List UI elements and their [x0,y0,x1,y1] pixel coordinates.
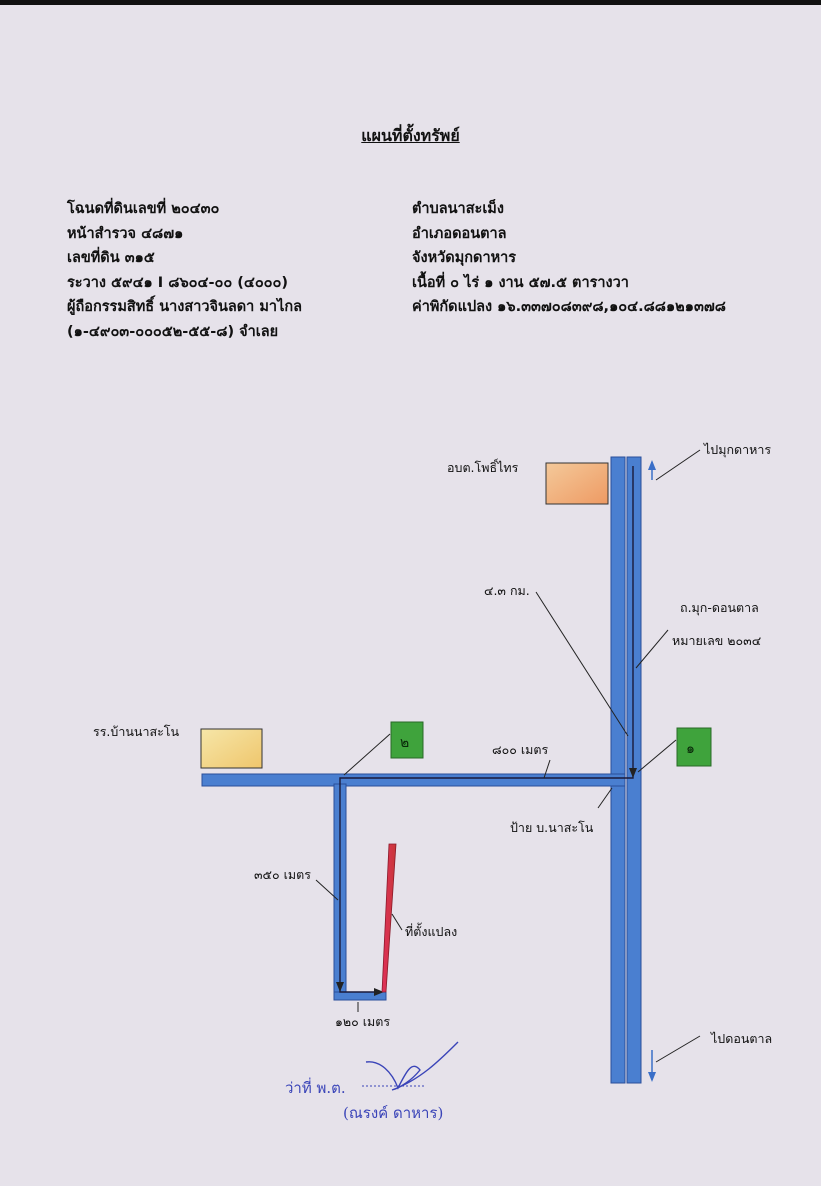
deed-info-left: โฉนดที่ดินเลขที่ ๒๐๔๓๐ หน้าสำรวจ ๔๘๗๑ เล… [67,197,302,344]
province: จังหวัดมุกดาหาร [412,250,517,266]
label-road-name: ถ.มุก-ดอนตาล [680,600,759,615]
owner-id: (๑-๔๙๐๓-๐๐๐๕๒-๕๕-๘) จำเลย [67,323,279,340]
arrow-down-head [648,1072,656,1082]
signature-position: ว่าที่ พ.ต. [285,1079,346,1097]
map-sheet: ระวาง ๕๙๔๑ I ๘๖๐๔-๐๐ (๔๐๐๐) [67,274,289,291]
owner-name: ผู้ถือกรรมสิทธิ์ นางสาวจินลดา มาไกล [67,299,303,315]
marker-1-box [676,727,712,767]
leader-800 [543,759,551,779]
label-plot: ที่ตั้งแปลง [405,924,458,939]
subdistrict: ตำบลนาสะเม็ง [412,201,504,217]
leader-marker-2 [343,733,391,776]
plot-coordinates: ค่าพิกัดแปลง ๑๖.๓๓๗๐๘๓๙๘,๑๐๔.๘๘๑๒๑๓๗๘ [412,299,726,315]
leader-350 [315,879,339,901]
arrow-up-head [648,460,656,470]
scan-top-edge [0,0,821,5]
label-to-dontan: ไปดอนตาล [711,1031,773,1046]
plot-shape [381,843,397,993]
school-box [200,728,263,769]
main-road-lane-left [610,456,626,1084]
marker-2-label: ๒ [400,735,410,751]
document-title: แผนที่ตั้งทรัพย์ [361,126,460,145]
label-distance-800: ๘๐๐ เมตร [492,742,549,757]
marker-2-box [390,721,424,759]
land-number: เลขที่ดิน ๓๑๕ [67,250,155,266]
leader-mukdahan [655,449,701,481]
survey-page: หน้าสำรวจ ๔๘๗๑ [67,225,184,242]
label-distance-120: ๑๒๐ เมตร [335,1014,391,1029]
label-road-number: หมายเลข ๒๐๓๔ [672,633,762,648]
label-distance-350: ๓๕๐ เมตร [254,867,311,882]
route-line [339,466,634,993]
deed-number: โฉนดที่ดินเลขที่ ๒๐๔๓๐ [67,201,220,217]
label-to-mukdahan: ไปมุกดาหาร [704,442,772,457]
route-arrow-down-main [629,768,637,778]
label-sao-office: อบต.โพธิ์ไทร [447,460,519,475]
leader-distance [535,591,629,737]
leader-plot [391,913,403,931]
district: อำเภอดอนตาล [412,225,507,242]
leader-dontan [655,1035,701,1063]
leader-sign [597,787,613,809]
label-distance-road: ๔.๓ กม. [484,583,530,598]
label-village-sign: ป้าย บ.นาสะโน [510,820,594,835]
sao-office-box [545,462,609,505]
route-arrow-right-plot [374,988,384,996]
leader-marker-1 [637,739,677,773]
label-school: รร.บ้านนาสะโน [93,724,180,739]
side-road [201,773,626,787]
leader-road-number [635,629,669,669]
deed-info-right: ตำบลนาสะเม็ง อำเภอดอนตาล จังหวัดมุกดาหาร… [412,197,726,320]
signature-name: (ณรงค์ ดาหาร) [343,1104,444,1122]
land-area: เนื้อที่ ๐ ไร่ ๑ งาน ๕๗.๕ ตารางวา [412,274,629,291]
marker-1-label: ๑ [686,741,695,757]
route-arrow-down-branch [336,982,344,992]
signature-scribble [365,1041,459,1091]
